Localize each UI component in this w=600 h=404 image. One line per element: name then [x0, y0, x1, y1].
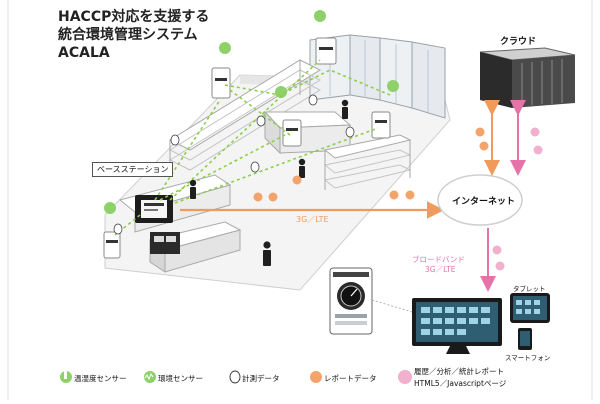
- legend-icons: [60, 370, 412, 384]
- back-shelving: [168, 59, 322, 175]
- legend-pages-line-2-label: HTML5／Javascriptページ: [414, 379, 507, 388]
- gauge-display: [329, 267, 413, 335]
- cloud-internet-arrows: [475, 100, 543, 176]
- base-station-device: [135, 195, 180, 254]
- cloud-servers: [479, 47, 576, 108]
- legend-report-data-label: レポートデータ: [324, 374, 377, 383]
- measurement-data-icons: [113, 94, 355, 235]
- lte-link: [180, 175, 445, 219]
- tablet-label: タブレット: [513, 285, 546, 293]
- lte-link-label: 3G／LTE: [296, 215, 329, 224]
- legend-pages-line-1-label: 履歴／分析／統計レポート: [414, 367, 504, 376]
- legend-pages-line-1: 履歴／分析／統計レポート: [414, 366, 504, 377]
- internet-cloud: [437, 174, 523, 226]
- legend-env-sensor: 環境センサー: [158, 373, 203, 384]
- broadband-label-line-1: ブロードバンド: [412, 255, 465, 264]
- title-line-2: 統合環境管理システム: [58, 27, 198, 43]
- legend-temp-humidity-sensor-label: 温湿度センサー: [74, 374, 127, 383]
- desktop-monitor: [412, 298, 502, 354]
- cloud-label: クラウド: [500, 37, 537, 47]
- smartphone-device: [518, 328, 532, 350]
- title-line-3: ACALA: [58, 45, 110, 61]
- legend-temp-humidity-sensor: 温湿度センサー: [74, 373, 127, 384]
- legend-measurement-data-label: 計測データ: [242, 374, 280, 383]
- base-station-label: ベースステーション: [92, 162, 174, 177]
- tablet-device: [510, 293, 550, 323]
- legend-pages-line-2: HTML5／Javascriptページ: [414, 378, 506, 389]
- freezer-units: [309, 34, 446, 119]
- legend-env-sensor-label: 環境センサー: [158, 374, 203, 383]
- internet-label: インターネット: [452, 197, 516, 207]
- env-sensor-icons: [104, 10, 399, 214]
- smartphone-label: スマートフォン: [505, 354, 551, 362]
- legend: 温湿度センサー 環境センサー 計測データ レポートデータ 履歴／分析／統計レポー…: [60, 362, 600, 400]
- person-figures: [189, 99, 349, 266]
- broadband-label-line-2: 3G／LTE: [425, 265, 456, 274]
- diagram-title: HACCP対応を支援する 統合環境管理システム ACALA: [58, 8, 209, 62]
- middle-island: [263, 110, 352, 155]
- title-line-1: HACCP対応を支援する: [58, 9, 210, 25]
- left-counters: [118, 174, 242, 273]
- legend-report-data: レポートデータ: [324, 373, 377, 384]
- right-shelving: [323, 134, 412, 190]
- internet-monitor-link: [480, 228, 505, 292]
- legend-measurement-data: 計測データ: [242, 373, 280, 384]
- sensor-tags: [103, 37, 391, 259]
